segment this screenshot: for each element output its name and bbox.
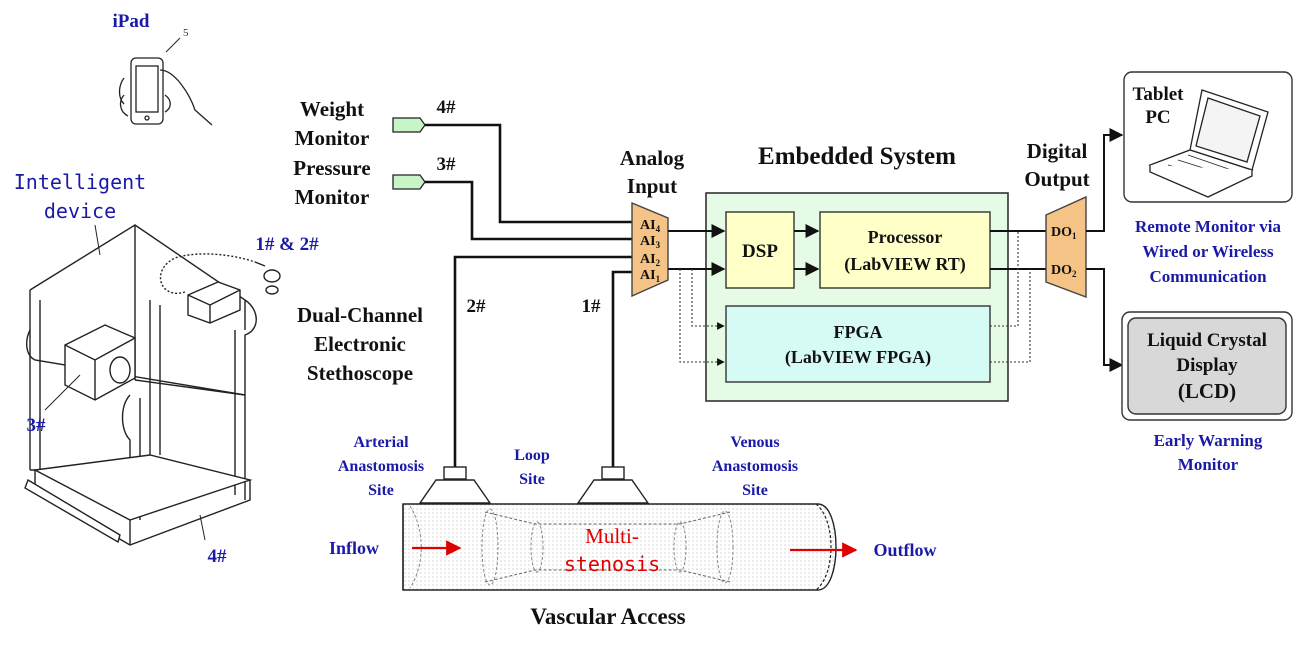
ai4-label: AI4 bbox=[640, 218, 661, 234]
remote-monitor-label-line1: Remote Monitor via bbox=[1135, 217, 1282, 236]
signal-wires bbox=[425, 123, 633, 470]
lcd-label-line3: (LCD) bbox=[1178, 379, 1236, 403]
dsp-block bbox=[725, 211, 795, 289]
ai2-label: AI2 bbox=[640, 252, 661, 268]
remote-monitor-label-line2: Wired or Wireless bbox=[1142, 242, 1274, 261]
venous-site-label-line1: Venous bbox=[730, 434, 779, 451]
ref-1-2-label: 1# & 2# bbox=[255, 234, 319, 255]
ref-3-label: 3# bbox=[27, 415, 47, 436]
digital-output-title-line1: Digital bbox=[1027, 139, 1088, 163]
tablet-pc-label-line1: Tablet bbox=[1132, 84, 1184, 105]
intelligent-device-label-line2: device bbox=[44, 199, 116, 223]
weight-sensor-connector bbox=[392, 117, 426, 133]
lcd-label-line2: Display bbox=[1176, 355, 1238, 376]
ipad-illustration bbox=[118, 37, 213, 126]
fpga-label-line2: (LabVIEW FPGA) bbox=[785, 347, 931, 368]
output-wires bbox=[1086, 128, 1124, 372]
do1-label: DO1 bbox=[1051, 225, 1077, 241]
early-warning-label-line1: Early Warning bbox=[1154, 431, 1263, 450]
do2-label: DO2 bbox=[1051, 263, 1077, 279]
channel-2-label: 2# bbox=[467, 296, 487, 317]
remote-monitor-label-line3: Communication bbox=[1149, 267, 1267, 286]
channel-3-label: 3# bbox=[437, 154, 457, 175]
weight-monitor-label-line1: Weight bbox=[300, 97, 364, 121]
ipad-label: iPad bbox=[113, 11, 150, 32]
stenosis-label-line2: stenosis bbox=[564, 552, 660, 576]
ai3-label: AI3 bbox=[640, 234, 661, 250]
vessel-tube bbox=[402, 503, 837, 591]
arterial-site-label-line3: Site bbox=[368, 482, 394, 499]
ai1-label: AI1 bbox=[640, 268, 661, 284]
tablet-pc-label-line2: PC bbox=[1145, 107, 1170, 128]
stenosis-label-line1: Multi- bbox=[585, 524, 639, 548]
pressure-monitor-label-line2: Monitor bbox=[295, 185, 370, 209]
digital-output-demux bbox=[1045, 195, 1087, 299]
pressure-monitor-label-line1: Pressure bbox=[293, 156, 370, 180]
inflow-label: Inflow bbox=[329, 538, 379, 558]
pressure-sensor-connector bbox=[392, 174, 426, 190]
analog-input-title-line2: Input bbox=[627, 174, 677, 198]
digital-output-title-line2: Output bbox=[1024, 167, 1089, 191]
loop-site-label-line2: Site bbox=[519, 471, 545, 488]
arterial-site-label-line1: Arterial bbox=[353, 434, 409, 451]
fpga-dotted-links bbox=[679, 231, 1031, 366]
fpga-label-line1: FPGA bbox=[834, 322, 883, 342]
flow-arrows bbox=[412, 540, 858, 558]
weight-monitor-label-line2: Monitor bbox=[295, 126, 370, 150]
stethoscope-label-line3: Stethoscope bbox=[307, 361, 413, 385]
stethoscope-label-line1: Dual-Channel bbox=[297, 303, 423, 327]
laptop-icon bbox=[1148, 89, 1269, 198]
stethoscope-label-line2: Electronic bbox=[314, 332, 406, 356]
vascular-access-title: Vascular Access bbox=[530, 604, 685, 629]
ipad-ref-label: 5 bbox=[183, 27, 189, 39]
processor-label-line2: (LabVIEW RT) bbox=[844, 254, 966, 275]
stethoscope-chest-pieces bbox=[418, 466, 650, 504]
arterial-site-label-line2: Anastomosis bbox=[338, 458, 424, 475]
dsp-label: DSP bbox=[742, 241, 778, 262]
processor-label-line1: Processor bbox=[868, 227, 943, 247]
venous-site-label-line2: Anastomosis bbox=[712, 458, 798, 475]
analog-input-title-line1: Analog bbox=[620, 146, 685, 170]
processor-block bbox=[819, 211, 991, 289]
venous-site-label-line3: Site bbox=[742, 482, 768, 499]
ref-4-label: 4# bbox=[208, 546, 228, 567]
lcd-screen bbox=[1127, 317, 1287, 415]
intelligent-device-label-line1: Intelligent bbox=[14, 170, 146, 194]
lcd-label-line1: Liquid Crystal bbox=[1147, 330, 1267, 351]
intelligent-device-illustration bbox=[24, 224, 281, 546]
loop-site-label-line1: Loop bbox=[514, 447, 550, 464]
fpga-block bbox=[725, 305, 991, 383]
outflow-label: Outflow bbox=[874, 540, 937, 560]
channel-4-label: 4# bbox=[437, 97, 457, 118]
embedded-system-title: Embedded System bbox=[758, 143, 956, 170]
early-warning-label-line2: Monitor bbox=[1178, 455, 1239, 474]
channel-1-label: 1# bbox=[582, 296, 602, 317]
analog-input-mux bbox=[631, 201, 669, 298]
